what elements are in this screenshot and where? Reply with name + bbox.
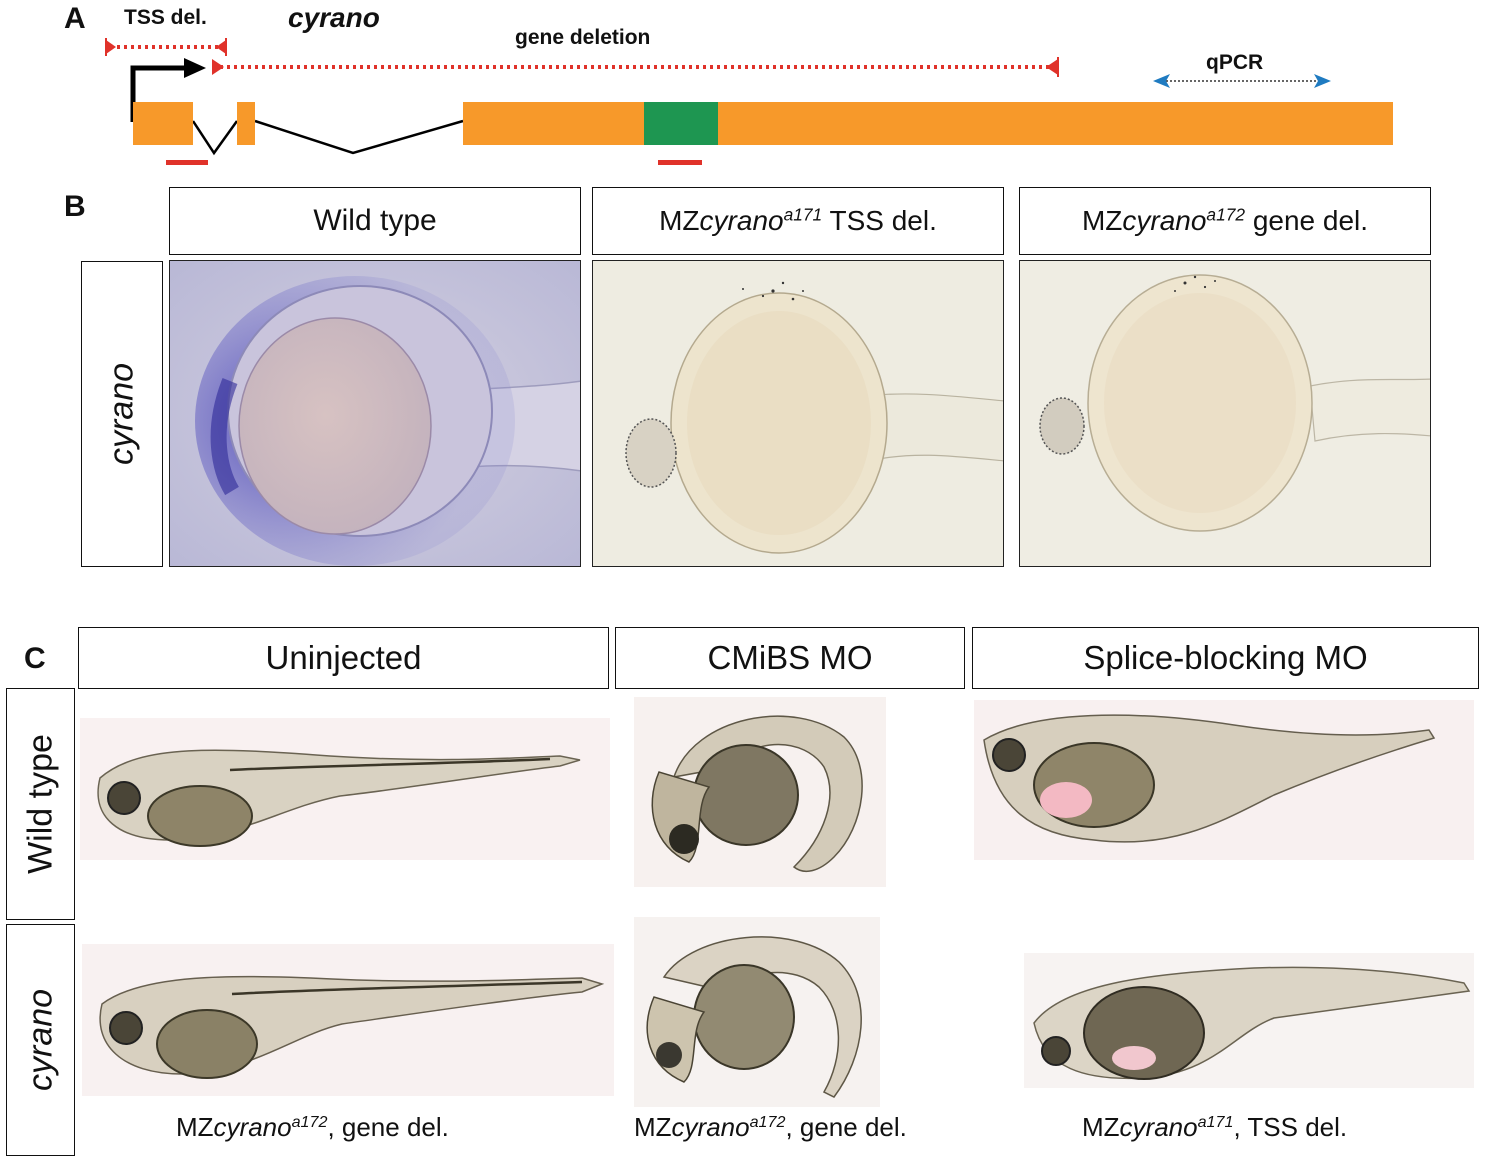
row-label-cyrano: cyrano (81, 261, 163, 567)
row-label-text: cyrano (102, 362, 141, 466)
column-header-text: CMiBS MO (707, 639, 873, 676)
probe-bar-1 (166, 160, 208, 165)
larva-image-wt-splice (974, 700, 1474, 860)
column-header-text: Uninjected (265, 639, 422, 676)
tss-deletion-label: TSS del. (124, 6, 207, 29)
mir7-binding-site (644, 102, 718, 145)
column-header-text: Splice-blocking MO (1083, 639, 1368, 676)
embryo-image-tss-del (592, 260, 1004, 567)
panel-a-letter: A (64, 2, 86, 35)
caption-cmibs: MZcyranoa172, gene del. (634, 1112, 907, 1142)
column-header-text: Wild type (313, 204, 437, 237)
exon-1 (133, 102, 193, 145)
panel-b-letter: B (64, 190, 86, 223)
gene-diagram (105, 38, 1393, 165)
larva-image-wt-uninjected (80, 718, 610, 860)
larva-image-cyrano-splice (1024, 953, 1474, 1088)
qpcr-amplicon (1153, 74, 1331, 88)
intron-2 (254, 119, 464, 155)
gene-deletion-range (212, 57, 1059, 77)
qpcr-label: qPCR (1206, 51, 1264, 74)
column-header-wild-type: Wild type (169, 187, 581, 255)
column-header-splice-blocking-mo: Splice-blocking MO (972, 627, 1479, 689)
row-label-text: Wild type (21, 734, 59, 874)
column-header-tss-del: MZcyranoa171 TSS del. (592, 187, 1004, 255)
panel-c-letter: C (24, 642, 46, 675)
probe-bar-2 (658, 160, 702, 165)
larva-image-cyrano-uninjected (82, 944, 614, 1096)
caption-uninjected: MZcyranoa172, gene del. (176, 1112, 449, 1142)
caption-splice-blocking: MZcyranoa171, TSS del. (1082, 1112, 1348, 1142)
intron-1 (191, 120, 239, 156)
column-header-text: MZcyranoa171 TSS del. (659, 204, 937, 236)
gene-name-title: cyrano (288, 2, 380, 33)
column-header-uninjected: Uninjected (78, 627, 609, 689)
embryo-image-wild-type (169, 260, 581, 567)
row-label-cyrano-c: cyrano (6, 924, 75, 1156)
tss-deletion-range (105, 38, 227, 56)
larva-image-wt-cmibs (634, 697, 886, 887)
row-label-wild-type: Wild type (6, 688, 75, 920)
gene-deletion-label: gene deletion (515, 26, 651, 49)
larva-image-cyrano-cmibs (634, 917, 880, 1107)
exon-2 (237, 102, 255, 145)
column-header-cmibs-mo: CMiBS MO (615, 627, 965, 689)
embryo-image-gene-del (1019, 260, 1431, 567)
row-label-text: cyrano (21, 988, 59, 1092)
exon-3 (463, 102, 1393, 145)
column-header-text: MZcyranoa172 gene del. (1081, 204, 1369, 236)
column-header-gene-del: MZcyranoa172 gene del. (1019, 187, 1431, 255)
